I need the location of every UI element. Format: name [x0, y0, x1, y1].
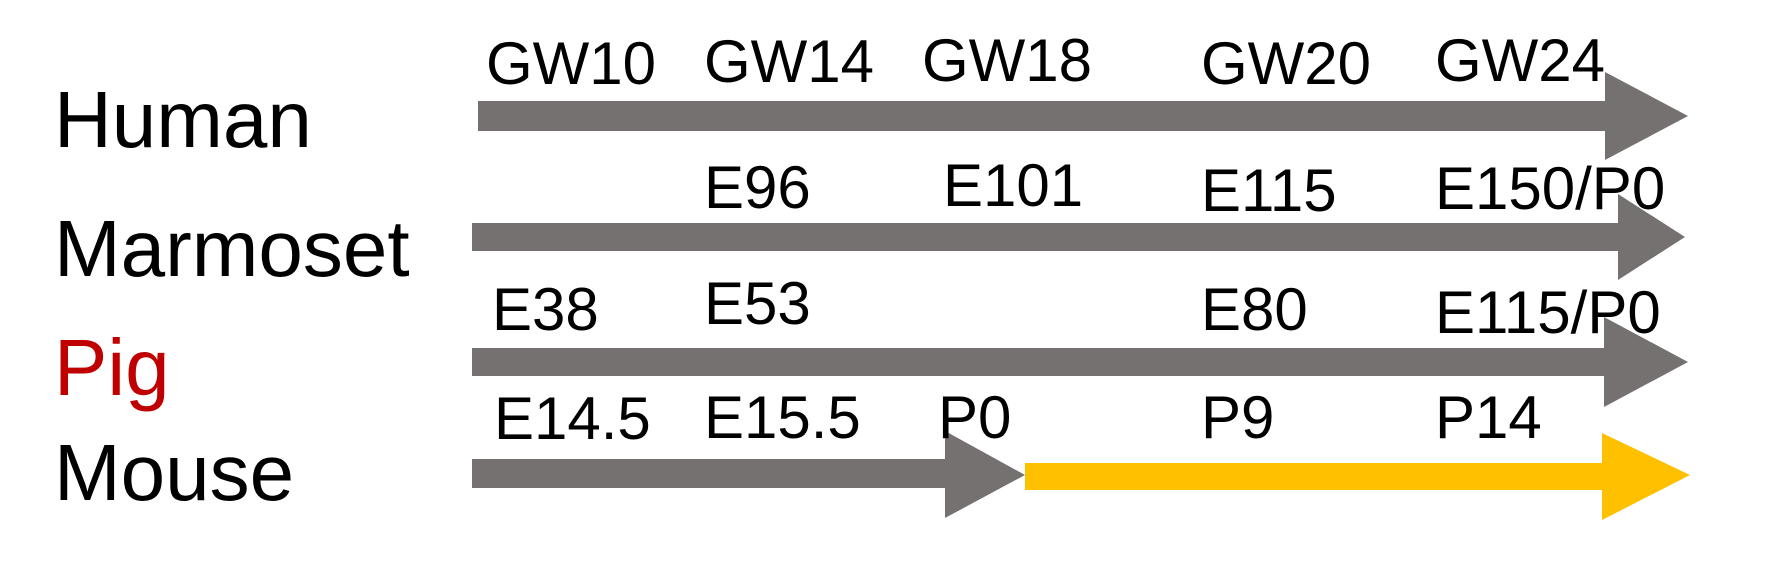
- species-label-pig: Pig: [54, 323, 170, 412]
- mouse-stage-labels: E14.5 E15.5 P0 P9 P14: [494, 384, 1542, 452]
- mouse-stage-4: P9: [1201, 384, 1274, 451]
- marmoset-stage-2: E96: [704, 154, 811, 221]
- mouse-stage-3: P0: [938, 384, 1011, 451]
- species-label-marmoset: Marmoset: [54, 204, 410, 293]
- marmoset-timeline-arrow: [472, 194, 1685, 280]
- marmoset-stage-3: E101: [943, 152, 1083, 219]
- human-stage-2: GW14: [704, 28, 874, 95]
- human-stage-1: GW10: [486, 30, 656, 97]
- pig-stage-2: E53: [704, 270, 811, 337]
- pig-timeline-arrow: [472, 317, 1688, 407]
- species-label-human: Human: [54, 75, 312, 164]
- marmoset-stage-4: E115: [1201, 157, 1337, 224]
- human-stage-labels: GW10 GW14 GW18 GW20 GW24: [486, 27, 1605, 97]
- human-timeline-arrow: [478, 72, 1688, 160]
- marmoset-stage-5: E150/P0: [1435, 155, 1665, 222]
- arrows-layer: [472, 72, 1690, 520]
- human-stage-4: GW20: [1201, 30, 1371, 97]
- mouse-stage-5: P14: [1435, 384, 1542, 451]
- mouse-stage-1: E14.5: [494, 385, 651, 452]
- human-stage-3: GW18: [922, 27, 1092, 94]
- species-labels: Human Marmoset Pig Mouse: [54, 75, 410, 517]
- marmoset-stage-labels: E96 E101 E115 E150/P0: [704, 152, 1665, 224]
- pig-stage-labels: E38 E53 E80 E115/P0: [492, 270, 1661, 346]
- mouse-postnatal-arrow: [1025, 433, 1690, 520]
- pig-stage-5: E115/P0: [1435, 279, 1661, 346]
- mouse-stage-2: E15.5: [704, 384, 861, 451]
- pig-stage-1: E38: [492, 276, 599, 343]
- mouse-prenatal-arrow: [472, 431, 1025, 518]
- species-label-mouse: Mouse: [54, 428, 294, 517]
- human-stage-5: GW24: [1435, 27, 1605, 94]
- pig-stage-4: E80: [1201, 276, 1308, 343]
